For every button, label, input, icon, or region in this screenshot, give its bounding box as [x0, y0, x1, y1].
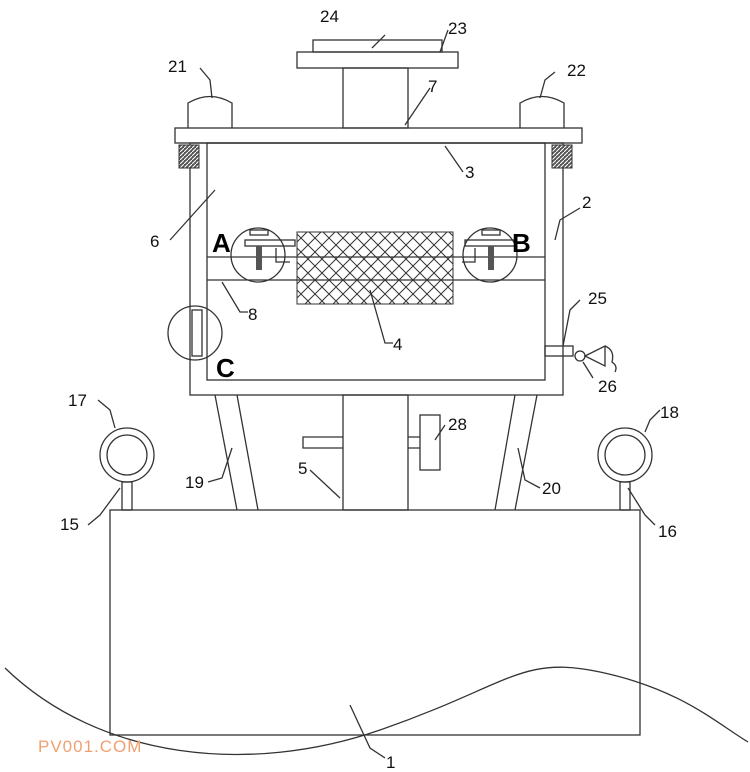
label-20: 20 — [542, 479, 561, 498]
drain-valve-25 — [544, 344, 617, 373]
top-plate-3 — [174, 127, 583, 144]
label-24: 24 — [320, 7, 339, 26]
base-body — [109, 509, 641, 736]
cover-23 — [296, 51, 459, 69]
label-6: 6 — [150, 232, 159, 251]
label-2: 2 — [582, 193, 591, 212]
ring-18 — [597, 427, 653, 511]
label-4: 4 — [393, 335, 402, 354]
label-22: 22 — [567, 61, 586, 80]
label-15: 15 — [60, 515, 79, 534]
label-17: 17 — [68, 391, 87, 410]
detail-label-c: C — [216, 353, 235, 383]
label-7: 7 — [428, 77, 437, 96]
label-26: 26 — [598, 377, 617, 396]
watermark: PV001.COM — [38, 737, 142, 756]
knob-22 — [519, 95, 565, 128]
label-3: 3 — [465, 163, 474, 182]
label-28: 28 — [448, 415, 467, 434]
label-16: 16 — [658, 522, 677, 541]
label-23: 23 — [448, 19, 467, 38]
detail-label-b: B — [512, 228, 531, 258]
label-25: 25 — [588, 289, 607, 308]
detail-a-circle — [230, 227, 296, 283]
detail-label-a: A — [212, 228, 231, 258]
label-19: 19 — [185, 473, 204, 492]
water-surface — [4, 666, 749, 756]
detail-b-circle — [462, 227, 518, 283]
label-8: 8 — [248, 305, 257, 324]
shaft-5 — [342, 394, 409, 511]
label-21: 21 — [168, 57, 187, 76]
label-1: 1 — [386, 753, 395, 772]
inlet-pipe-7 — [342, 67, 409, 129]
detail-c-circle — [167, 305, 223, 361]
label-5: 5 — [298, 459, 307, 478]
leg-19 — [214, 394, 259, 511]
handle-28 — [302, 436, 420, 449]
knob-21 — [187, 95, 233, 128]
filter-4 — [296, 231, 454, 305]
label-18: 18 — [660, 403, 679, 422]
ring-17 — [99, 427, 155, 511]
leg-20 — [494, 394, 538, 511]
